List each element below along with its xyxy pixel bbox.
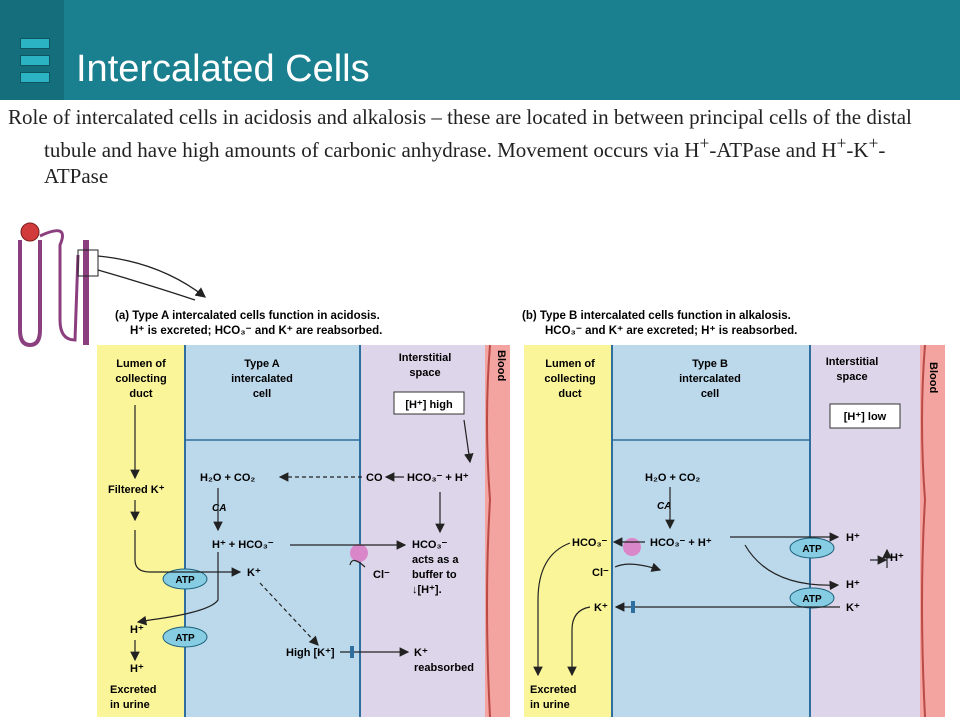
hco3-buffer-label: buffer to [412, 569, 457, 581]
cell-label: cell [701, 388, 719, 400]
carbonic-anhydrase-label: CA [212, 503, 226, 514]
atp-pump-label: ATP [175, 575, 195, 586]
slide-body-text: Role of intercalated cells in acidosis a… [8, 104, 948, 189]
lumen-label: duct [558, 388, 582, 400]
h-label: H⁺ [846, 579, 860, 591]
excreted-label: in urine [110, 699, 150, 711]
h-hco3-label: H⁺ + HCO₃⁻ [212, 539, 274, 551]
atp-pump-label: ATP [802, 594, 822, 605]
cell-label: intercalated [231, 373, 293, 385]
title-bar-stripe [0, 0, 64, 100]
lumen-label: Lumen of [545, 358, 595, 370]
hco3-buffer-label: ↓[H⁺]. [412, 584, 442, 596]
paragraph-text: Role of intercalated cells in acidosis a… [8, 105, 912, 162]
h-label: H⁺ [130, 663, 144, 675]
hco3-h-label: HCO₃⁻ + H⁺ [650, 537, 712, 549]
k-reabsorbed-label: K⁺ [414, 647, 428, 659]
h-high-box: [H⁺] high [405, 399, 453, 411]
slide-title: Intercalated Cells [76, 48, 370, 90]
k-label: K⁺ [247, 567, 261, 579]
h-label: H⁺ [890, 552, 904, 564]
interstitial-label: space [409, 367, 440, 379]
lumen-label: collecting [544, 373, 595, 385]
hco3-h-label: HCO₃⁻ + H⁺ [407, 472, 469, 484]
excreted-label: Excreted [530, 684, 576, 696]
chloride-label: Cl⁻ [373, 569, 390, 581]
cell-region [185, 345, 360, 717]
excreted-label: in urine [530, 699, 570, 711]
paragraph-text-3: -K [846, 138, 869, 162]
panel-b-subheading: HCO₃⁻ and K⁺ are excreted; H⁺ is reabsor… [545, 325, 797, 337]
superscript: + [836, 133, 847, 153]
interstitial-region [810, 345, 920, 717]
hco3-label: HCO₃⁻ [572, 537, 608, 549]
h-label: H⁺ [846, 532, 860, 544]
superscript: + [868, 133, 879, 153]
cell-label: Type B [692, 358, 728, 370]
blood-label: Blood [927, 362, 939, 393]
title-bar: Intercalated Cells [0, 0, 960, 100]
panel-a: Lumen of collecting duct Type A intercal… [97, 344, 510, 718]
co-label: CO [366, 472, 383, 484]
intercalated-cells-diagram: (a) Type A intercalated cells function i… [18, 222, 945, 718]
lumen-region [97, 345, 185, 717]
cell-label: cell [253, 388, 271, 400]
panel-a-subheading: H⁺ is excreted; HCO₃⁻ and K⁺ are reabsor… [130, 325, 382, 337]
lumen-label: collecting [115, 373, 166, 385]
exchanger-pump-icon [623, 538, 641, 556]
exchanger-pump-icon [350, 544, 368, 562]
panel-b: Lumen of collecting duct Type B intercal… [524, 344, 945, 718]
stacked-bars-icon [20, 38, 50, 84]
atp-pump-label: ATP [175, 633, 195, 644]
lumen-label: duct [129, 388, 153, 400]
interstitial-label: Interstitial [399, 352, 452, 364]
carbonic-anhydrase-label: CA [657, 501, 671, 512]
cell-label: Type A [244, 358, 280, 370]
panel-a-heading: (a) Type A intercalated cells function i… [115, 310, 380, 322]
h2o-co2-label: H₂O + CO₂ [200, 472, 255, 484]
superscript: + [699, 133, 710, 153]
interstitial-label: Interstitial [826, 356, 879, 368]
lumen-region [524, 345, 612, 717]
h2o-co2-label: H₂O + CO₂ [645, 472, 700, 484]
hco3-buffer-label: HCO₃⁻ [412, 539, 448, 551]
chloride-label: Cl⁻ [592, 567, 609, 579]
cell-label: intercalated [679, 373, 741, 385]
paragraph-text-2: -ATPase and H [709, 138, 837, 162]
atp-pump-label: ATP [802, 544, 822, 555]
lumen-label: Lumen of [116, 358, 166, 370]
paragraph-text-4: -ATPase [44, 138, 886, 188]
k-reabsorbed-label: reabsorbed [414, 662, 474, 674]
interstitial-label: space [836, 371, 867, 383]
filtered-k-label: Filtered K⁺ [108, 484, 165, 496]
h-label: H⁺ [130, 624, 144, 636]
k-label: K⁺ [594, 602, 608, 614]
panel-b-heading: (b) Type B intercalated cells function i… [522, 310, 791, 322]
k-label: K⁺ [846, 602, 860, 614]
hco3-buffer-label: acts as a [412, 554, 459, 566]
high-k-label: High [K⁺] [286, 647, 335, 659]
excreted-label: Excreted [110, 684, 156, 696]
nephron-icon [18, 222, 207, 348]
cell-region [612, 345, 810, 717]
h-low-box: [H⁺] low [844, 411, 887, 423]
blood-label: Blood [495, 350, 507, 381]
